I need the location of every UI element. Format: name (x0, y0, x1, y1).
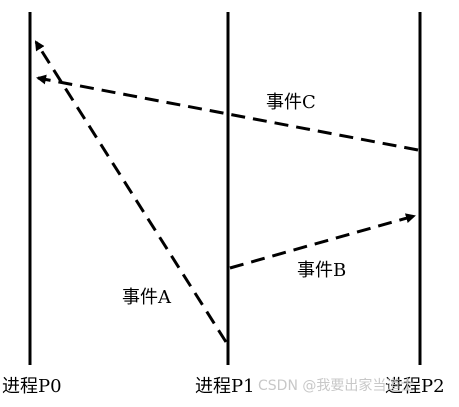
event-a-arrow (34, 40, 228, 343)
watermark-text: CSDN @我要出家当道士 (258, 377, 414, 394)
event-b-label: 事件B (297, 260, 346, 281)
process-p0-label: 进程P0 (2, 376, 62, 397)
event-b-arrow (229, 213, 416, 270)
process-p1-label: 进程P1 (195, 376, 255, 397)
event-a-label: 事件A (122, 287, 172, 308)
process-p2-label: 进程P2 (385, 376, 445, 397)
event-c-label: 事件C (266, 92, 316, 113)
